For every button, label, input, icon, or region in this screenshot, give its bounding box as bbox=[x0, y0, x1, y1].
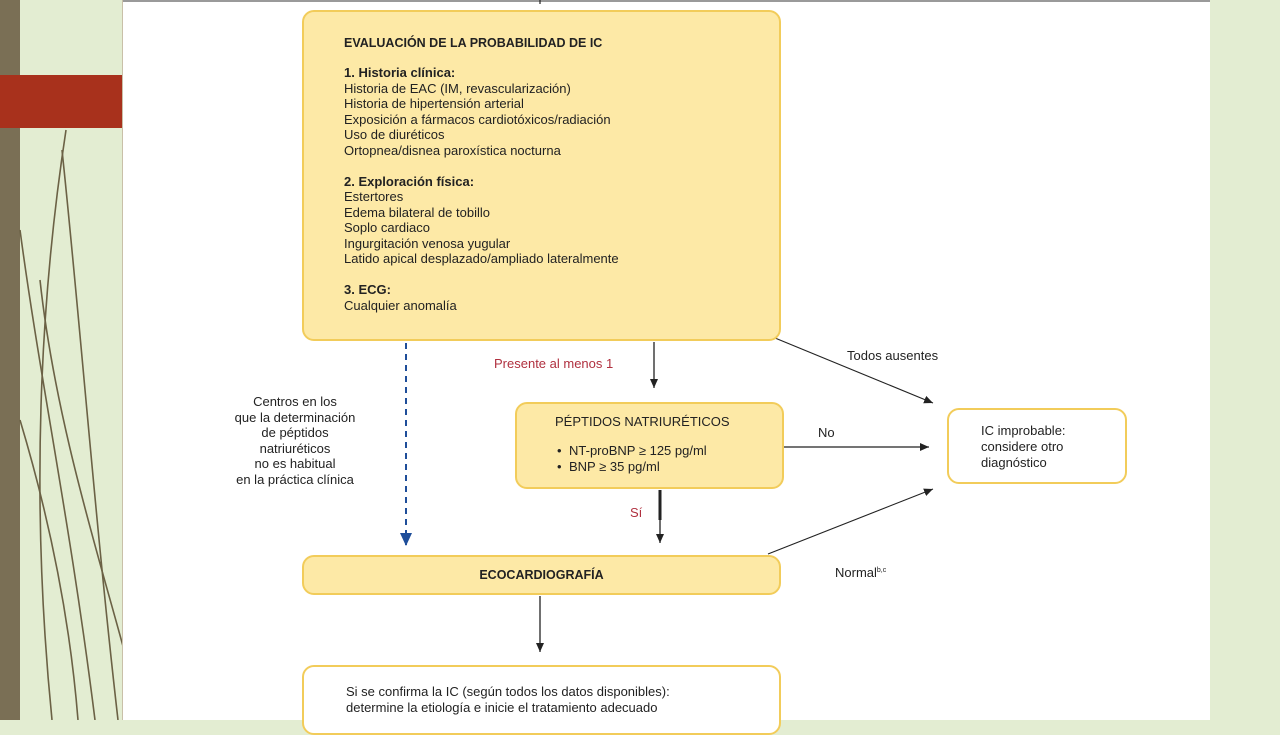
evaluation-box: EVALUACIÓN DE LA PROBABILIDAD DE IC 1. H… bbox=[302, 10, 781, 341]
label-normal: Normalb,c bbox=[835, 565, 886, 580]
label-normal-text: Normal bbox=[835, 565, 877, 580]
side-note-line: no es habitual bbox=[254, 456, 336, 471]
side-note-centers: Centros en los que la determinación de p… bbox=[190, 394, 400, 487]
history-item: Historia de EAC (IM, revascularización) bbox=[344, 80, 571, 96]
criteria-item: NT-proBNP ≥ 125 pg/ml bbox=[557, 443, 762, 459]
exam-item: Estertores bbox=[344, 189, 404, 204]
section-physical-exam: 2. Exploración física: Estertores Edema … bbox=[344, 174, 739, 267]
hf-improbable-box: IC improbable: considere otro diagnóstic… bbox=[947, 408, 1127, 484]
improbable-line: considere otro bbox=[981, 439, 1064, 454]
confirm-line: determine la etiología e inicie el trata… bbox=[346, 700, 658, 715]
ecg-item: Cualquier anomalía bbox=[344, 297, 457, 313]
decorative-curves bbox=[19, 129, 124, 720]
top-divider bbox=[123, 0, 1210, 2]
improbable-line: diagnóstico bbox=[981, 455, 1047, 470]
label-normal-superscript: b,c bbox=[876, 567, 887, 574]
echocardiography-box: ECOCARDIOGRAFÍA bbox=[302, 555, 781, 595]
criteria-item: BNP ≥ 35 pg/ml bbox=[557, 459, 762, 475]
slide-accent-bar bbox=[0, 75, 124, 128]
history-item: Exposición a fármacos cardiotóxicos/radi… bbox=[344, 111, 611, 127]
label-yes: Sí bbox=[630, 505, 643, 520]
section-heading: 3. ECG: bbox=[344, 282, 391, 297]
exam-item: Edema bilateral de tobillo bbox=[344, 204, 490, 220]
section-heading: 2. Exploración física: bbox=[344, 173, 475, 189]
natriuretic-title: PÉPTIDOS NATRIURÉTICOS bbox=[555, 414, 730, 429]
exam-item: Ingurgitación venosa yugular bbox=[344, 235, 511, 251]
natriuretic-criteria-list: NT-proBNP ≥ 125 pg/ml BNP ≥ 35 pg/ml bbox=[555, 443, 762, 475]
side-note-line: Centros en los bbox=[253, 394, 337, 409]
history-item: Ortopnea/disnea paroxística nocturna bbox=[344, 142, 561, 158]
side-note-line: que la determinación bbox=[234, 409, 356, 425]
evaluation-title: EVALUACIÓN DE LA PROBABILIDAD DE IC bbox=[344, 36, 603, 50]
section-history: 1. Historia clínica: Historia de EAC (IM… bbox=[344, 65, 739, 158]
confirm-hf-box: Si se confirma la IC (según todos los da… bbox=[302, 665, 781, 735]
label-no: No bbox=[818, 425, 835, 440]
section-ecg: 3. ECG: Cualquier anomalía bbox=[344, 282, 739, 313]
confirm-line: Si se confirma la IC (según todos los da… bbox=[346, 684, 670, 699]
slide-left-stripe bbox=[0, 0, 20, 720]
history-item: Uso de diuréticos bbox=[344, 127, 445, 142]
exam-item: Latido apical desplazado/ampliado latera… bbox=[344, 251, 619, 266]
natriuretic-peptides-box: PÉPTIDOS NATRIURÉTICOS NT-proBNP ≥ 125 p… bbox=[515, 402, 784, 489]
side-note-line: de péptidos bbox=[261, 425, 329, 440]
exam-item: Soplo cardiaco bbox=[344, 220, 430, 235]
improbable-line: IC improbable: bbox=[981, 423, 1066, 438]
section-heading: 1. Historia clínica: bbox=[344, 65, 456, 80]
label-all-absent: Todos ausentes bbox=[847, 348, 939, 363]
history-item: Historia de hipertensión arterial bbox=[344, 96, 524, 111]
label-present-at-least-one: Presente al menos 1 bbox=[494, 356, 614, 371]
side-note-line: natriuréticos bbox=[259, 440, 331, 456]
side-note-line: en la práctica clínica bbox=[236, 471, 354, 487]
echocardiography-title: ECOCARDIOGRAFÍA bbox=[479, 568, 604, 582]
